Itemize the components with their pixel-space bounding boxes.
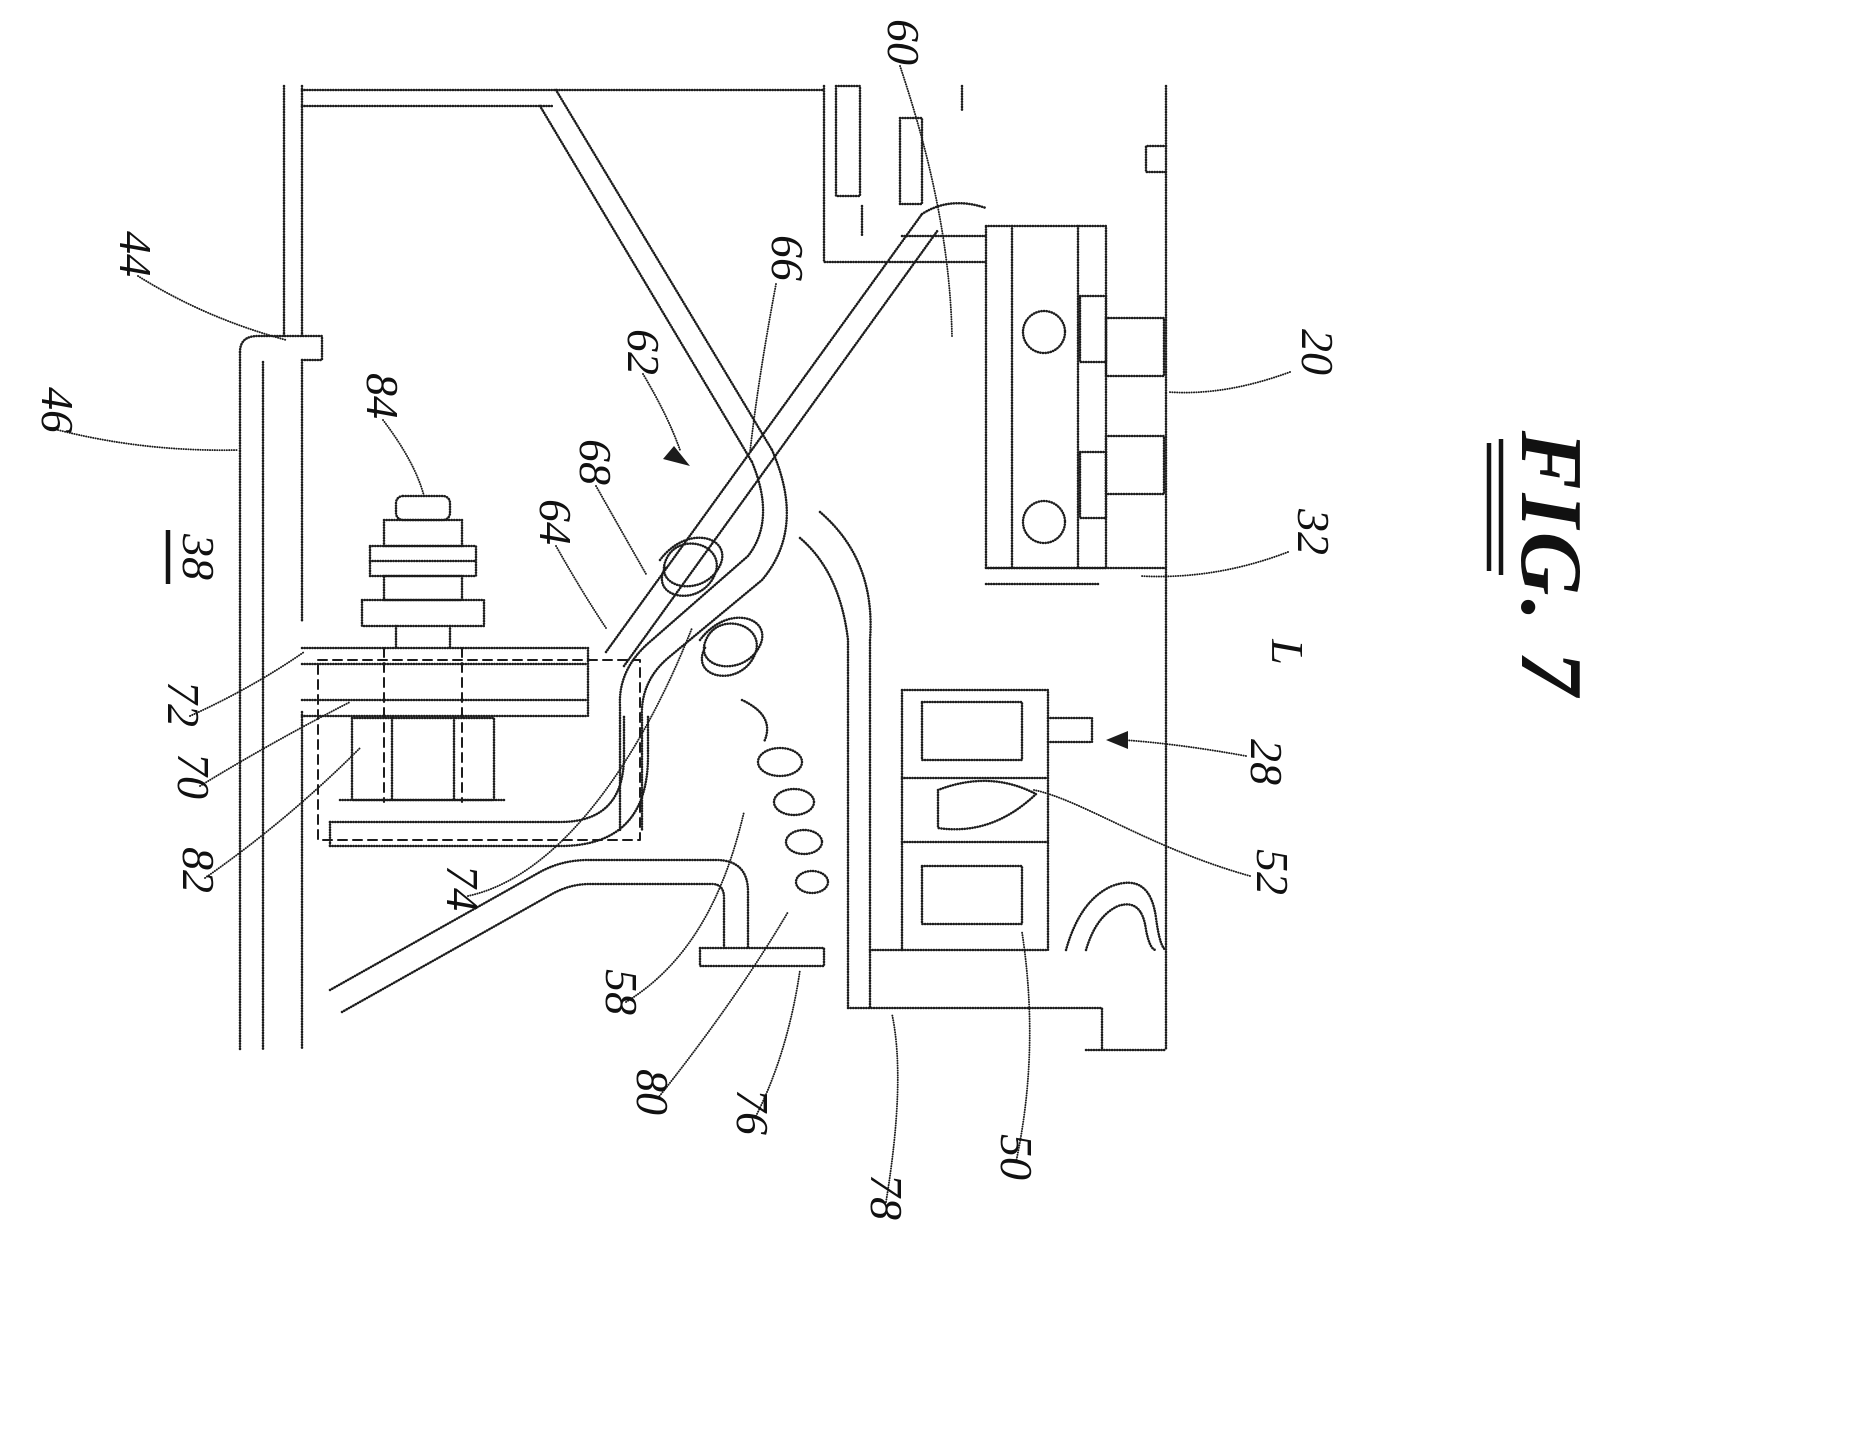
ref-66: 66 [762, 235, 813, 281]
leader-28 [1123, 739, 1247, 757]
ref-46: 46 [32, 387, 83, 433]
leader-44 [137, 275, 287, 341]
ref-60: 60 [878, 19, 929, 65]
leader-68 [595, 485, 647, 575]
drawing-linework [238, 84, 1168, 1052]
fastener-stack [360, 494, 486, 650]
ref-axis-L: L [1262, 638, 1313, 665]
ref-58: 58 [596, 969, 647, 1015]
ref-82: 82 [173, 847, 224, 893]
ref-76: 76 [727, 1089, 778, 1135]
ref-64: 64 [530, 499, 581, 545]
leader-62-arrowhead [663, 446, 690, 466]
ref-20: 20 [1292, 329, 1343, 375]
leader-74 [467, 627, 693, 897]
leader-80 [657, 911, 789, 1099]
leader-60 [899, 65, 953, 337]
ref-84: 84 [357, 373, 408, 419]
ref-52: 52 [1247, 849, 1298, 895]
leader-32 [1139, 551, 1289, 578]
leader-lines [57, 65, 1291, 1203]
leader-76 [755, 969, 801, 1117]
leader-58 [625, 811, 745, 1003]
ref-70: 70 [168, 753, 219, 799]
leader-52 [1033, 789, 1251, 877]
leader-66 [749, 283, 777, 453]
isolator-mount [900, 688, 1168, 952]
base-channel [846, 948, 1168, 1052]
coil-spring [658, 536, 830, 895]
ref-72: 72 [158, 681, 209, 727]
leader-20 [1167, 371, 1291, 394]
main-frame-edge [1144, 84, 1168, 1052]
reference-numerals: 44 46 84 62 68 64 66 60 20 32 L 72 70 82… [32, 19, 1343, 1220]
leader-64 [555, 545, 607, 629]
bracket-arms [618, 448, 872, 1010]
leader-62 [642, 373, 681, 451]
ref-50: 50 [991, 1134, 1042, 1180]
figure-caption: FIG. 7 [1486, 430, 1599, 700]
leader-46 [57, 429, 239, 452]
leader-78 [885, 1013, 899, 1203]
leader-84 [382, 419, 425, 497]
ref-74: 74 [437, 865, 488, 911]
left-wall-panel [238, 334, 324, 1052]
leader-50 [1015, 931, 1031, 1163]
bearing-housing [822, 84, 1168, 586]
cup-bracket [328, 714, 650, 848]
leader-72 [189, 651, 305, 717]
ref-38: 38 [173, 533, 224, 580]
hex-nut [338, 716, 508, 802]
assembly-numeral: 38 [165, 530, 224, 584]
leader-82 [204, 747, 361, 879]
ref-80: 80 [627, 1069, 678, 1115]
leader-28-arrowhead [1106, 731, 1128, 749]
lower-strap [328, 858, 826, 1014]
ref-78: 78 [861, 1174, 912, 1220]
ref-32: 32 [1288, 508, 1339, 555]
ref-28: 28 [1241, 739, 1292, 785]
clamped-plates [300, 646, 641, 841]
ref-62: 62 [618, 329, 669, 375]
diagonal-brace [538, 88, 988, 668]
ref-44: 44 [110, 231, 161, 277]
upper-panel [282, 84, 964, 338]
ref-68: 68 [570, 439, 621, 485]
figure-label: FIG. 7 [1502, 430, 1599, 700]
leader-70 [199, 701, 351, 787]
